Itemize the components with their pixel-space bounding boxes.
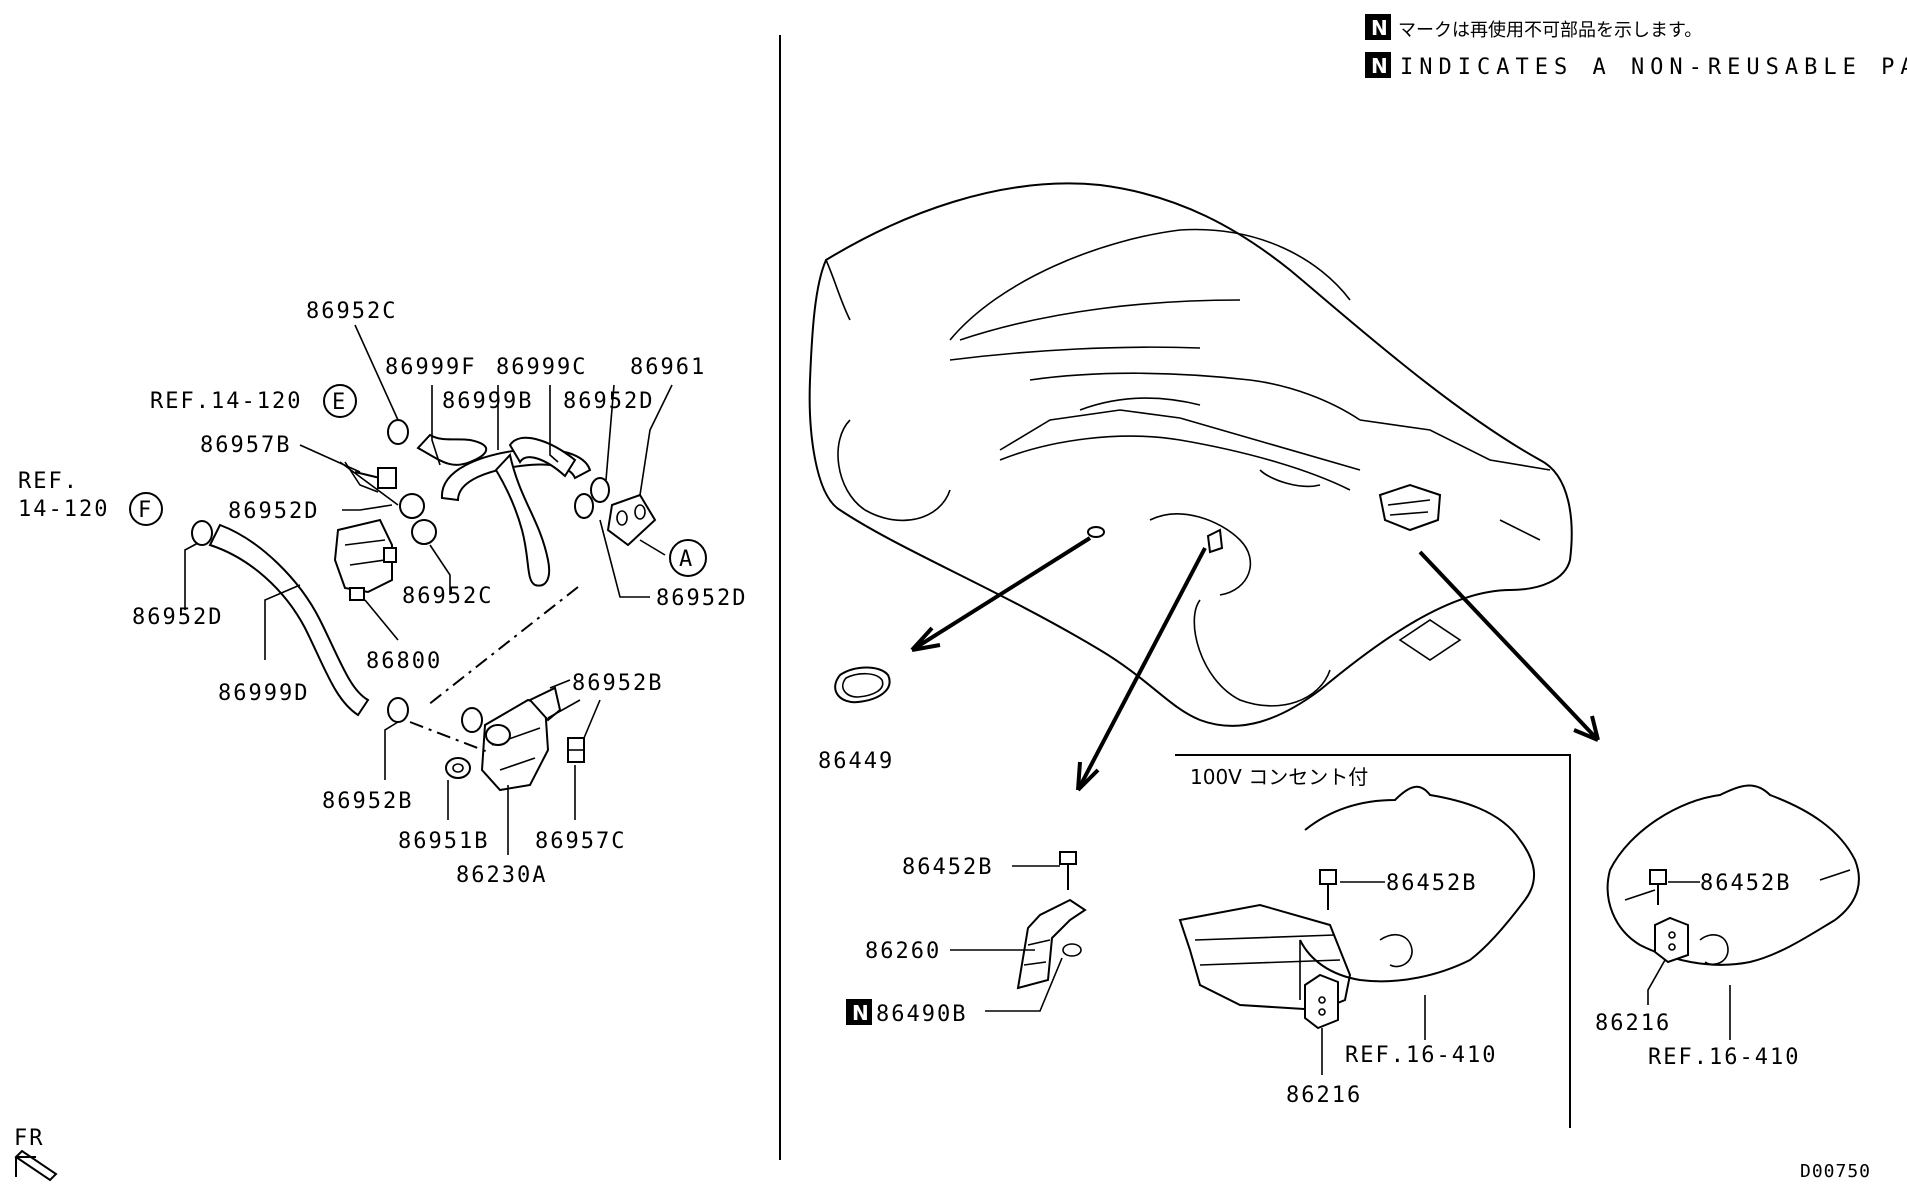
component-with-outlet bbox=[1178, 785, 1536, 1030]
right-panel: 86449 86452B 86260 N 86490B 100V コンセント付 bbox=[808, 182, 1860, 1128]
label-86452b-a: 86452B bbox=[902, 855, 993, 880]
notice-badge-jp-text: N bbox=[1371, 16, 1388, 40]
callout-circle-f bbox=[129, 492, 163, 526]
bolt-86957c bbox=[567, 737, 585, 763]
label-86952d-right: 86952D bbox=[563, 389, 654, 414]
label-86999c: 86999C bbox=[496, 355, 587, 380]
clamp-86952b-right bbox=[461, 707, 483, 733]
label-ref-c: REF.16-410 bbox=[1648, 1045, 1800, 1070]
label-86800: 86800 bbox=[366, 649, 442, 674]
bolt-86957b bbox=[354, 467, 397, 489]
label-86999b: 86999B bbox=[442, 389, 533, 414]
clamp-86952d-right bbox=[590, 477, 610, 503]
label-86952d-low: 86952D bbox=[656, 586, 747, 611]
clamp-86952d-left bbox=[191, 520, 213, 546]
clamp-86952d-mid bbox=[399, 493, 425, 519]
grommet-86449 bbox=[834, 666, 891, 704]
fr-label: FR bbox=[14, 1126, 45, 1151]
label-86952d-mid: 86952D bbox=[228, 499, 319, 524]
label-86260: 86260 bbox=[865, 939, 941, 964]
label-ref-b: REF.16-410 bbox=[1345, 1043, 1497, 1068]
leader-86216-c bbox=[1647, 959, 1666, 1005]
grommet-86490b bbox=[1062, 943, 1082, 957]
notice-badge-en bbox=[1365, 52, 1391, 78]
clamp-86952d-low bbox=[574, 493, 594, 519]
notice-badge-en-text: N bbox=[1371, 54, 1388, 78]
ref-f-line2: 14-120 bbox=[18, 497, 109, 522]
label-86230a: 86230A bbox=[456, 863, 547, 888]
clamp-86952b-left bbox=[387, 697, 409, 723]
hose-86999c bbox=[508, 436, 577, 478]
label-86490b: 86490B bbox=[876, 1002, 967, 1027]
hose-86999f bbox=[416, 433, 488, 466]
clamp-86952c-mid bbox=[411, 519, 437, 545]
clamps bbox=[191, 419, 610, 733]
ref-e-text: REF.14-120 bbox=[150, 389, 302, 414]
leader-lines bbox=[184, 324, 673, 855]
label-86961: 86961 bbox=[630, 355, 706, 380]
hose-86999d bbox=[208, 523, 370, 717]
label-86952b-right: 86952B bbox=[572, 671, 663, 696]
valve-86800 bbox=[333, 518, 397, 601]
callout-f-letter: F bbox=[138, 498, 153, 523]
valve-86230a bbox=[480, 686, 562, 792]
notice: N マークは再使用不可部品を示します。 N INDICATES A NON-RE… bbox=[1365, 14, 1907, 80]
pointer-arrows bbox=[910, 536, 1600, 792]
fr-arrow-icon bbox=[14, 1149, 58, 1182]
label-86216-b: 86216 bbox=[1286, 1083, 1362, 1108]
hose-86999c-lower bbox=[494, 452, 551, 587]
component-standard bbox=[1606, 784, 1860, 966]
label-86452b-b: 86452B bbox=[1386, 871, 1477, 896]
label-86952b-left: 86952B bbox=[322, 789, 413, 814]
dash-line-lower bbox=[409, 721, 489, 753]
variant-box-title: 100V コンセント付 bbox=[1190, 765, 1368, 789]
notice-english: INDICATES A NON-REUSABLE PART. bbox=[1400, 55, 1907, 80]
label-86999f: 86999F bbox=[385, 355, 476, 380]
dash-line-upper bbox=[427, 586, 579, 706]
label-86216-c: 86216 bbox=[1595, 1011, 1671, 1036]
non-reusable-badge-text: N bbox=[852, 1001, 869, 1025]
label-86951b: 86951B bbox=[398, 829, 489, 854]
ref-f-line1: REF. bbox=[18, 469, 79, 494]
label-86957c: 86957C bbox=[535, 829, 626, 854]
label-86999d: 86999D bbox=[218, 681, 309, 706]
grommet-86951b bbox=[445, 757, 471, 779]
grommet-86961 bbox=[606, 493, 657, 547]
label-86952d-left: 86952D bbox=[132, 605, 223, 630]
bolt-86452b-a bbox=[1059, 851, 1077, 890]
callout-circle-a bbox=[669, 539, 707, 577]
diagram-code: D00750 bbox=[1800, 1161, 1871, 1182]
callout-circle-e bbox=[323, 384, 357, 418]
non-reusable-badge bbox=[846, 999, 872, 1025]
callout-e-letter: E bbox=[332, 390, 347, 415]
label-86952c-top: 86952C bbox=[306, 299, 397, 324]
label-86452b-c: 86452B bbox=[1700, 871, 1791, 896]
bracket-86260 bbox=[1016, 898, 1087, 990]
variant-box bbox=[1175, 754, 1571, 1128]
label-86449: 86449 bbox=[818, 749, 894, 774]
notice-badge-jp bbox=[1365, 14, 1391, 40]
notice-japanese: マークは再使用不可部品を示します。 bbox=[1398, 20, 1702, 41]
clamp-86952c-top bbox=[387, 419, 409, 445]
leader-86490b bbox=[985, 957, 1063, 1012]
left-panel: 86952C 86999F 86999C 86961 86999B 86952D… bbox=[14, 299, 747, 1182]
label-86952c-mid: 86952C bbox=[402, 584, 493, 609]
car-outline bbox=[808, 182, 1573, 727]
label-86957b: 86957B bbox=[200, 433, 291, 458]
callout-a-letter: A bbox=[679, 547, 694, 572]
